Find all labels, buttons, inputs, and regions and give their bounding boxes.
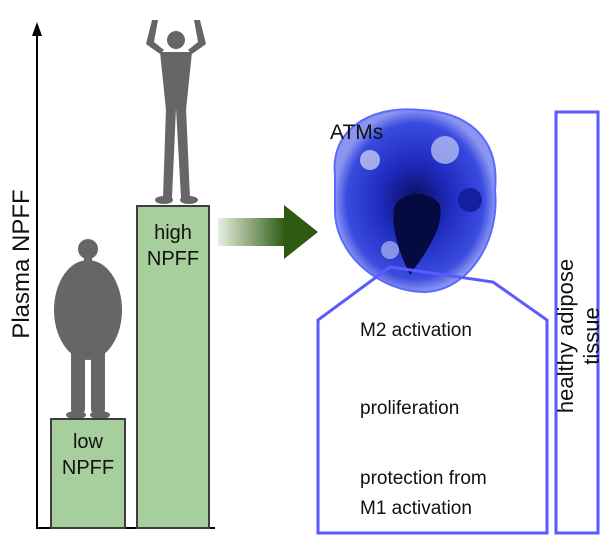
right-arrow-icon <box>218 205 318 259</box>
bar-label-line2: NPFF <box>61 457 115 479</box>
side-label-box <box>554 110 600 535</box>
bar-label-line2: NPFF <box>146 248 200 270</box>
side-label: healthy adipose tissue <box>553 258 600 414</box>
bar-label-line1: high <box>154 222 192 244</box>
obese-person-icon <box>54 239 122 419</box>
effect-item: M2 activation <box>360 320 472 341</box>
y-axis-label: Plasma NPFF <box>8 189 35 339</box>
effect-item: proliferation <box>360 398 460 419</box>
bar-low-npff: low NPFF <box>50 418 126 529</box>
cell-label: ATMs <box>330 121 384 144</box>
macrophage-cell-image <box>333 108 497 294</box>
athletic-person-icon <box>146 20 206 204</box>
bar-label-line1: low <box>72 431 103 453</box>
effect-item: protection from <box>360 468 487 489</box>
effects-box <box>316 265 549 535</box>
bar-high-npff: high NPFF <box>136 205 210 529</box>
arrowhead-icon <box>32 22 42 36</box>
effect-item: M1 activation <box>360 498 472 519</box>
